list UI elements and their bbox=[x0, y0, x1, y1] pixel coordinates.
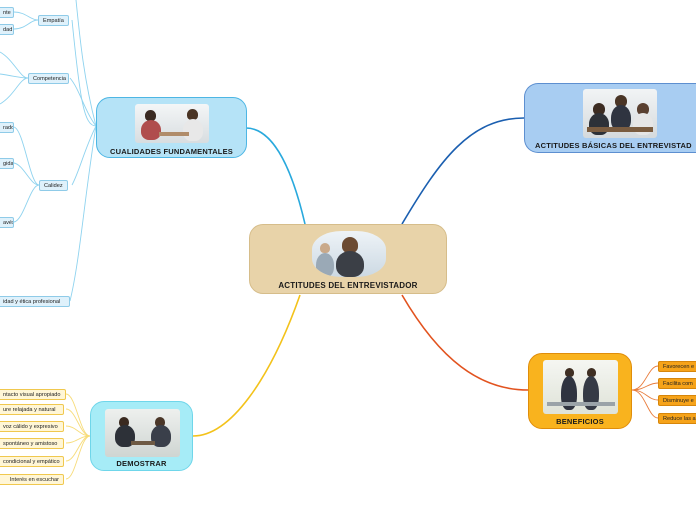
leaf-demostrar-6[interactable]: Interés en escuchar bbox=[0, 474, 64, 485]
link-demostrar bbox=[192, 294, 301, 437]
actitudes-photo bbox=[583, 89, 657, 138]
leaf-cualidades-5[interactable]: avés bbox=[0, 217, 14, 228]
cualidades-photo bbox=[135, 104, 209, 143]
branch-demostrar[interactable]: DEMOSTRAR bbox=[90, 401, 193, 471]
leaf-cualidades-4[interactable]: gida bbox=[0, 158, 14, 169]
leaf-demostrar-2[interactable]: ure relajada y natural bbox=[0, 404, 64, 415]
leaf-demostrar-4[interactable]: spontáneo y amistoso bbox=[0, 438, 64, 449]
central-title: ACTITUDES DEL ENTREVISTADOR bbox=[278, 281, 418, 290]
central-photo bbox=[312, 231, 386, 277]
leaf-demostrar-5[interactable]: condicional y empático bbox=[0, 456, 64, 467]
leaf-cualidades-6[interactable]: idad y ética profesional bbox=[0, 296, 70, 307]
leaf-beneficios-3[interactable]: Disminuye e bbox=[658, 395, 696, 406]
beneficios-title: BENEFICIOS bbox=[556, 417, 604, 426]
demostrar-title: DEMOSTRAR bbox=[116, 459, 167, 468]
leaf-cualidades-3[interactable]: rado bbox=[0, 122, 14, 133]
leaf-cualidades-2[interactable]: dad bbox=[0, 24, 14, 35]
central-node[interactable]: ACTITUDES DEL ENTREVISTADOR bbox=[249, 224, 447, 294]
sub-empatia[interactable]: Empatía bbox=[38, 15, 69, 26]
branch-cualidades[interactable]: CUALIDADES FUNDAMENTALES bbox=[96, 97, 247, 158]
leaf-cualidades-1[interactable]: nte bbox=[0, 7, 14, 18]
leaf-demostrar-1[interactable]: ntacto visual apropiado bbox=[0, 389, 66, 400]
actitudes-title: ACTITUDES BÁSICAS DEL ENTREVISTAD bbox=[535, 141, 692, 150]
leaf-beneficios-4[interactable]: Reduce las a bbox=[658, 413, 696, 424]
beneficios-photo bbox=[543, 360, 618, 414]
sub-competencia[interactable]: Competencia bbox=[28, 73, 69, 84]
sub-calidez[interactable]: Calidez bbox=[39, 180, 68, 191]
branch-beneficios[interactable]: BENEFICIOS bbox=[528, 353, 632, 429]
demostrar-photo bbox=[105, 409, 180, 457]
link-beneficios bbox=[401, 294, 529, 391]
leaf-beneficios-2[interactable]: Facilita com bbox=[658, 378, 696, 389]
cualidades-title: CUALIDADES FUNDAMENTALES bbox=[110, 147, 233, 156]
leaf-beneficios-1[interactable]: Favorecen e bbox=[658, 361, 696, 372]
leaf-demostrar-3[interactable]: voz cálido y expresivo bbox=[0, 421, 64, 432]
link-cualidades bbox=[245, 127, 306, 225]
link-actitudes bbox=[401, 117, 525, 225]
branch-actitudes[interactable]: ACTITUDES BÁSICAS DEL ENTREVISTAD bbox=[524, 83, 696, 153]
